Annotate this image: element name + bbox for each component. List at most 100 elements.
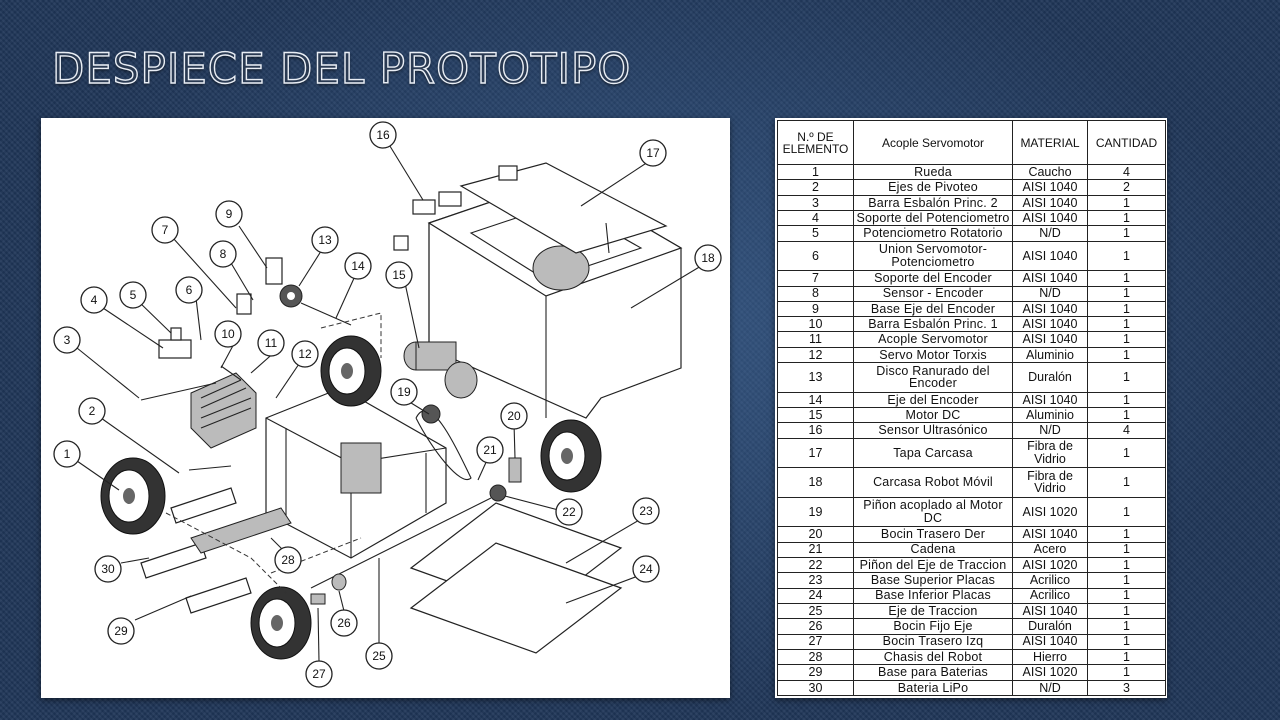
cell-number: 12 [777, 346, 854, 364]
callout-16: 16 [369, 121, 397, 149]
cell-quantity: 1 [1087, 209, 1166, 227]
table-header-row: N.º DE ELEMENTO Acople Servomotor MATERI… [777, 120, 1166, 165]
cell-material: AISI 1040 [1012, 209, 1088, 227]
callout-11-label: 11 [265, 336, 278, 350]
callout-17: 17 [639, 139, 667, 167]
header-description: Acople Servomotor [853, 120, 1013, 165]
callout-1-label: 1 [64, 447, 71, 461]
wheels-drawing [100, 335, 602, 660]
cell-material: AISI 1040 [1012, 270, 1088, 287]
cell-quantity: 1 [1087, 316, 1166, 333]
cell-quantity: 1 [1087, 285, 1166, 302]
cell-material: N/D [1012, 285, 1088, 302]
sensors-drawing [393, 165, 518, 251]
cell-material: Aluminio [1012, 406, 1088, 424]
callout-26: 26 [330, 609, 358, 637]
callout-23: 23 [632, 497, 660, 525]
cell-quantity: 1 [1087, 618, 1166, 635]
cell-material: Aluminio [1012, 346, 1088, 364]
callout-5: 5 [119, 281, 147, 309]
cell-description: Disco Ranurado del Encoder [853, 362, 1013, 393]
callout-27: 27 [305, 660, 333, 688]
cell-description: Bocin Fijo Eje [853, 618, 1013, 635]
cell-description: Base Inferior Placas [853, 587, 1013, 604]
callout-27-label: 27 [312, 667, 326, 681]
callout-10: 10 [214, 320, 242, 348]
cell-description: Eje del Encoder [853, 391, 1013, 409]
slide-title: DESPIECE DEL PROTOTIPO [51, 43, 632, 93]
plates-drawing [409, 502, 623, 654]
cell-number: 16 [777, 422, 854, 439]
cell-quantity: 1 [1087, 225, 1166, 242]
cell-material: Acero [1012, 541, 1088, 558]
callout-21-label: 21 [483, 443, 497, 457]
cell-quantity: 1 [1087, 467, 1166, 498]
callout-25-label: 25 [372, 649, 386, 663]
cell-description: Soporte del Encoder [853, 270, 1013, 287]
cell-quantity: 1 [1087, 406, 1166, 424]
cell-number: 5 [777, 225, 854, 242]
callout-12-label: 12 [298, 347, 312, 361]
motor-dc-drawing [403, 341, 478, 399]
cell-description: Cadena [853, 541, 1013, 558]
cell-number: 20 [777, 526, 854, 543]
cell-quantity: 1 [1087, 362, 1166, 393]
cell-quantity: 1 [1087, 391, 1166, 409]
cell-quantity: 1 [1087, 541, 1166, 558]
cell-quantity: 1 [1087, 633, 1166, 650]
cell-material: N/D [1012, 422, 1088, 439]
cell-description: Piñon acoplado al Motor DC [853, 496, 1013, 528]
cell-quantity: 1 [1087, 270, 1166, 287]
cell-description: Bateria LiPo [853, 679, 1013, 697]
callout-14-label: 14 [351, 259, 365, 273]
cell-number: 30 [777, 679, 854, 697]
cell-number: 4 [777, 209, 854, 227]
parts-list-table: N.º DE ELEMENTO Acople Servomotor MATERI… [777, 120, 1166, 697]
callout-4: 4 [80, 286, 108, 314]
cell-description: Ejes de Pivoteo [853, 179, 1013, 196]
cell-number: 27 [777, 633, 854, 650]
cell-number: 3 [777, 194, 854, 211]
callout-19-label: 19 [397, 385, 411, 399]
cell-description: Piñon del Eje de Traccion [853, 556, 1013, 574]
cell-description: Motor DC [853, 406, 1013, 424]
callout-6: 6 [175, 276, 203, 304]
callout-15-label: 15 [392, 268, 406, 282]
callout-16-label: 16 [376, 128, 390, 142]
callout-24: 24 [632, 555, 660, 583]
exploded-view-diagram: 1 2 3 4 5 6 7 8 9 10 11 12 13 14 15 16 1… [41, 118, 730, 698]
cell-quantity: 1 [1087, 572, 1166, 589]
callout-22: 22 [555, 498, 583, 526]
callout-3: 3 [53, 326, 81, 354]
cell-description: Barra Esbalón Princ. 2 [853, 194, 1013, 211]
callout-2: 2 [78, 397, 106, 425]
cell-description: Base para Baterias [853, 664, 1013, 681]
cell-material: AISI 1040 [1012, 526, 1088, 543]
cell-description: Union Servomotor-Potenciometro [853, 240, 1013, 272]
callout-24-label: 24 [639, 562, 653, 576]
callout-3-label: 3 [64, 333, 71, 347]
cell-number: 28 [777, 648, 854, 666]
cell-number: 2 [777, 179, 854, 196]
callout-20-label: 20 [507, 409, 521, 423]
cell-quantity: 1 [1087, 602, 1166, 620]
callout-25: 25 [365, 642, 393, 670]
